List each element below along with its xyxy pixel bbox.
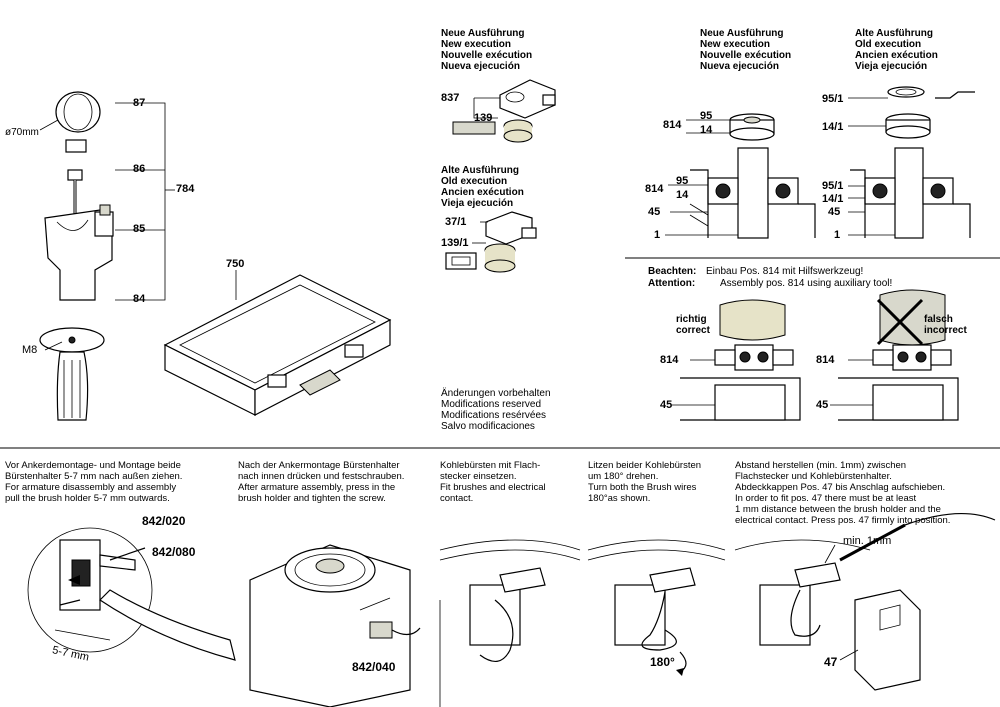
label-85: 85 (133, 223, 146, 235)
label-139-1: 139/1 (441, 237, 469, 249)
label-180-degrees: 180° (650, 655, 675, 669)
note-beachten: Beachten: (648, 266, 697, 277)
label-837: 837 (441, 92, 460, 104)
label-diameter-70mm: ø70mm (5, 127, 39, 138)
heading-new-execution-837: Neue Ausführung New execution Nouvelle e… (441, 28, 533, 72)
side-handle-84 (39, 327, 105, 421)
label-14-1-mid: 14/1 (822, 193, 844, 205)
bearing-assembly-new (665, 113, 816, 239)
label-842-080: 842/080 (152, 545, 196, 559)
label-47: 47 (824, 655, 838, 669)
carrying-case-750 (163, 270, 392, 416)
label-1-old: 1 (834, 229, 841, 241)
label-814-correct: 814 (660, 354, 679, 366)
label-814-top: 814 (663, 119, 682, 131)
note-beachten-text: Einbau Pos. 814 mit Hilfswerkzeug! (706, 266, 864, 277)
instruction-step2: Nach der Ankermontage Bürstenhalter nach… (238, 460, 405, 504)
label-correct: richtig correct (676, 314, 710, 336)
label-86: 86 (133, 163, 146, 175)
label-84: 84 (133, 293, 146, 305)
label-14-top: 14 (700, 124, 713, 136)
handle-bracket-85 (44, 204, 114, 301)
heading-new-execution-bearing: Neue Ausführung New execution Nouvelle e… (700, 28, 792, 72)
label-45-old: 45 (828, 206, 841, 218)
label-87: 87 (133, 97, 146, 109)
depth-stop-ring-87 (55, 91, 101, 153)
step3-fit-brushes (439, 539, 581, 707)
note-attention: Attention: (648, 278, 696, 289)
felt-pad-139 (452, 119, 533, 143)
label-1-new: 1 (654, 229, 661, 241)
label-incorrect: falsch incorrect (924, 314, 967, 336)
label-814-incorrect: 814 (816, 354, 835, 366)
step2-armature (249, 544, 421, 707)
label-14-mid: 14 (676, 189, 689, 201)
label-95-top: 95 (700, 110, 713, 122)
label-842-020: 842/020 (142, 514, 186, 528)
brush-holder-37-1 (480, 211, 537, 245)
step1-pull-brush-holder (27, 527, 236, 661)
label-784: 784 (176, 183, 195, 195)
instruction-step5: Abstand herstellen (min. 1mm) zwischen F… (735, 460, 951, 526)
label-139: 139 (474, 112, 493, 124)
correct-installation-drawing (672, 299, 801, 421)
label-750: 750 (226, 258, 245, 270)
brush-holder-837 (473, 79, 556, 119)
label-842-040: 842/040 (352, 660, 396, 674)
parts-bracket-784 (115, 102, 175, 301)
label-814-mid: 814 (645, 183, 664, 195)
label-95-1-top: 95/1 (822, 93, 844, 105)
label-95-mid: 95 (676, 175, 689, 187)
label-45-correct: 45 (660, 399, 673, 411)
heading-old-execution-37: Alte Ausführung Old execution Ancien exé… (441, 165, 524, 209)
step4-turn-wires (587, 539, 726, 676)
heading-old-execution-bearing: Alte Ausführung Old execution Ancien exé… (855, 28, 938, 72)
label-37-1: 37/1 (445, 216, 467, 228)
instruction-step4: Litzen beider Kohlebürsten um 180° drehe… (588, 460, 702, 504)
label-14-1-top: 14/1 (822, 121, 844, 133)
label-min-1mm: min. 1mm (843, 535, 892, 547)
label-45-incorrect: 45 (816, 399, 829, 411)
felt-pad-139-1 (445, 242, 516, 273)
modifications-note: Änderungen vorbehalten Modifications res… (441, 388, 551, 432)
label-95-1-mid: 95/1 (822, 180, 844, 192)
step5-fit-cap (734, 513, 996, 691)
incorrect-installation-drawing (830, 289, 959, 421)
bearing-assembly-old (848, 86, 975, 239)
instruction-step3: Kohlebürsten mit Flach- stecker einsetze… (440, 460, 546, 504)
label-m8: M8 (22, 344, 38, 356)
note-attention-text: Assembly pos. 814 using auxiliary tool! (720, 278, 893, 289)
label-45-new: 45 (648, 206, 661, 218)
instruction-step1: Vor Ankerdemontage- und Montage beide Bü… (5, 460, 183, 504)
